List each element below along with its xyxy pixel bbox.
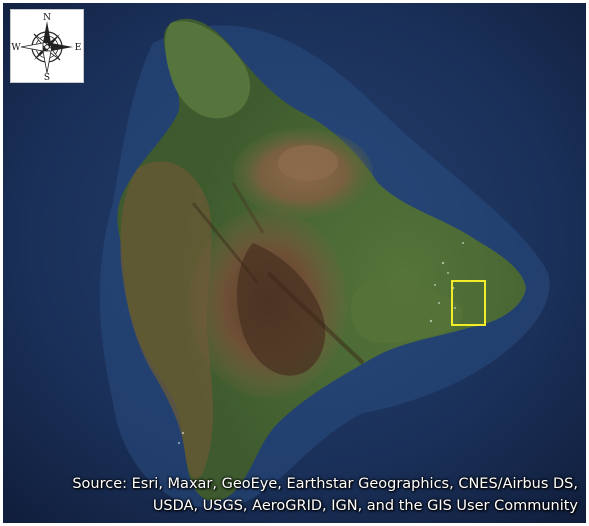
compass-west-label: W <box>11 43 21 53</box>
rift-zone-nw <box>191 202 260 284</box>
western-slopes <box>120 161 213 480</box>
kohala-ridge <box>165 21 251 119</box>
study-area-highlight[interactable] <box>451 280 486 326</box>
rift-zone <box>266 271 365 365</box>
compass-north-label: N <box>43 13 51 23</box>
attribution-line-1: Source: Esri, Maxar, GeoEye, Earthstar G… <box>72 476 578 492</box>
island-basemap <box>3 3 586 523</box>
compass-south-label: S <box>44 73 50 82</box>
saddle-flow <box>231 182 265 234</box>
kilauea-region <box>351 279 464 343</box>
map-attribution: Source: Esri, Maxar, GeoEye, Earthstar G… <box>3 473 578 517</box>
compass-rose: N S E W <box>10 9 84 83</box>
mauna-kea-crater <box>278 145 338 181</box>
compass-rose-icon: N S E W <box>11 13 82 82</box>
compass-east-label: E <box>75 43 82 53</box>
lava-flows <box>237 243 326 376</box>
attribution-line-2: USDA, USGS, AeroGRID, IGN, and the GIS U… <box>152 498 578 514</box>
